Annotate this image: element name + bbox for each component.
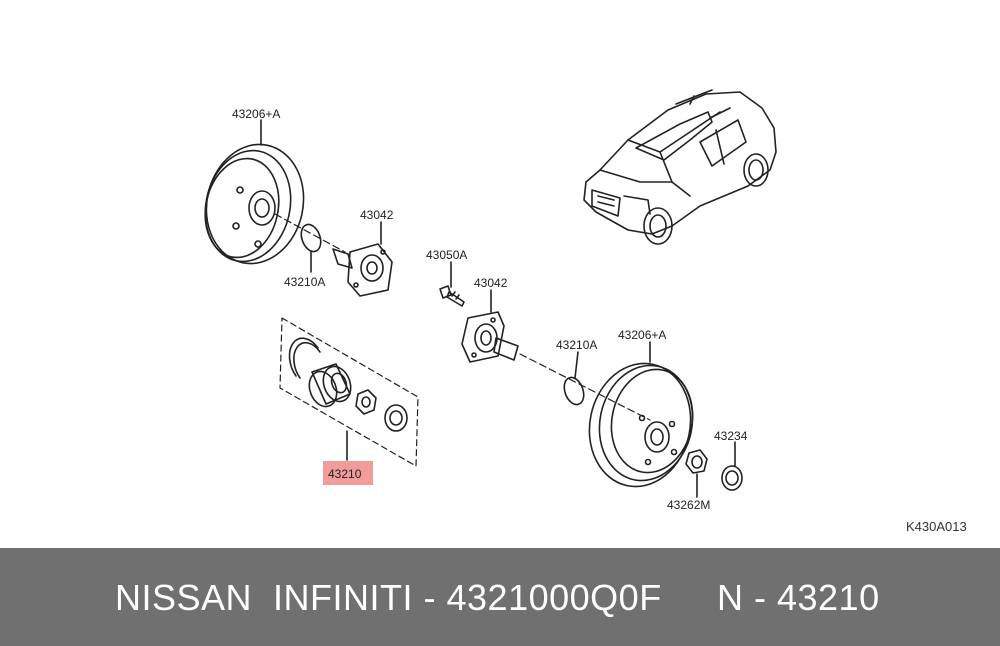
wheel-bearing [308, 363, 352, 408]
parts-diagram-svg: 43206+A 43210A 43042 43050A 43042 43210A… [204, 89, 967, 534]
footer-bar: NISSAN INFINITI - 4321000Q0F N - 43210 [0, 548, 1000, 646]
bearing-cap [384, 404, 408, 432]
snap-ring [293, 341, 321, 379]
label-bolt: 43050A [426, 248, 467, 262]
bolt-43050a [439, 285, 465, 307]
footer-part-number: NISSAN INFINITI - 4321000Q0F [115, 577, 662, 618]
parts-diagram: 43206+A 43210A 43042 43050A 43042 43210A… [204, 89, 967, 534]
label-nut: 43262M [667, 498, 710, 512]
label-spindle-top: 43042 [360, 208, 394, 222]
label-drum-bottom: 43206+A [618, 328, 666, 342]
brake-drum-bottom [588, 362, 694, 488]
brake-drum-top [204, 143, 305, 265]
label-drum-top: 43206+A [232, 107, 280, 121]
label-bearing-kit: 43210 [328, 467, 362, 481]
hub-nut [685, 449, 708, 474]
bearing-nut [355, 389, 377, 415]
vehicle-illustration [583, 89, 777, 245]
label-cap: 43234 [714, 429, 748, 443]
bearing-kit-box [279, 317, 419, 467]
label-ring-mid: 43210A [556, 338, 597, 352]
label-ring-top: 43210A [284, 275, 325, 289]
diagram-code: K430A013 [906, 519, 967, 534]
o-ring-top [300, 223, 322, 253]
footer-catalog-code: N - 43210 [717, 577, 880, 618]
o-ring-middle [563, 376, 585, 406]
grease-cap [721, 465, 743, 491]
highlight-box [323, 461, 373, 485]
spindle-top [332, 243, 393, 297]
spindle-middle [461, 311, 519, 363]
label-spindle-mid: 43042 [474, 276, 508, 290]
